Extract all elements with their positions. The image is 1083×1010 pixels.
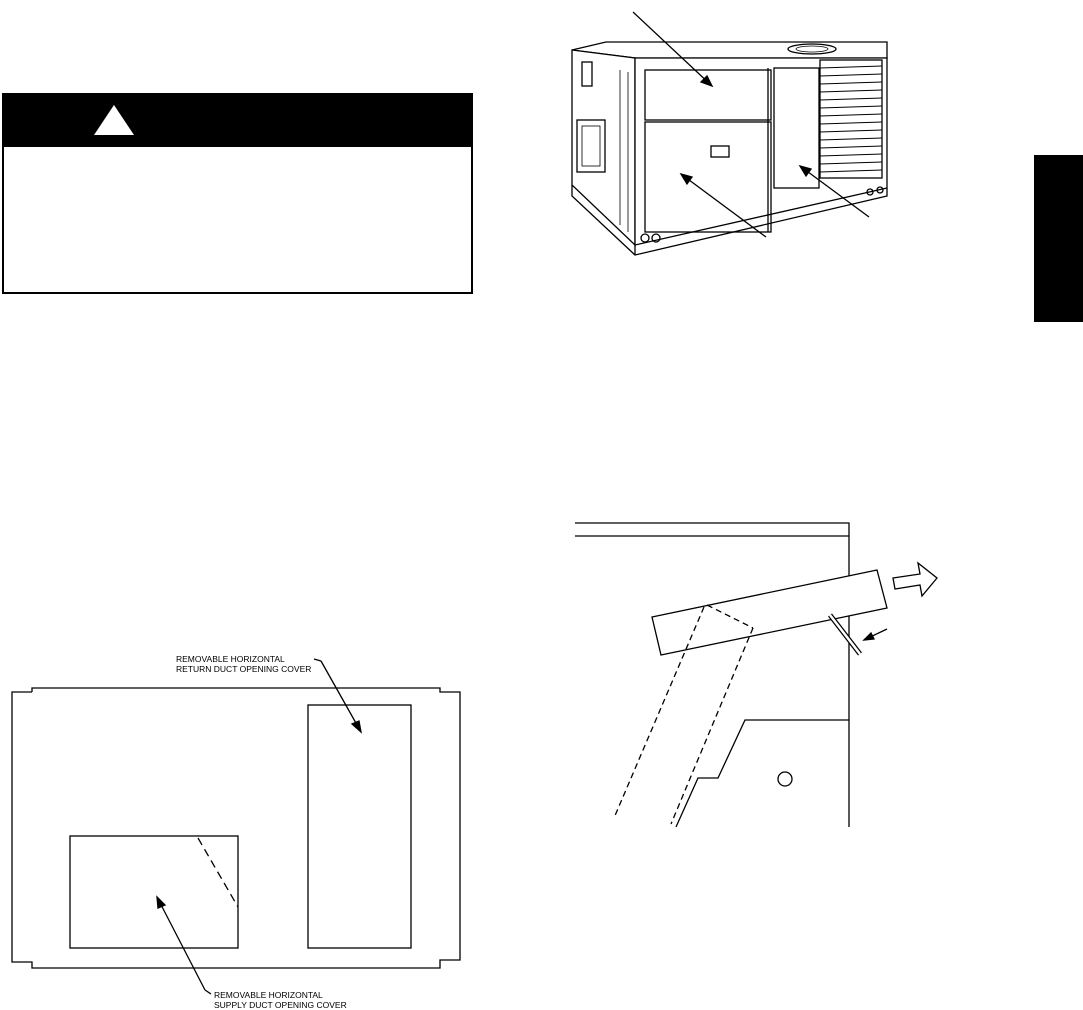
supply-cover-label: REMOVABLE HORIZONTAL SUPPLY DUCT OPENING… [214,990,347,1010]
duct-cover-diagram [11,658,461,995]
return-cover-label: REMOVABLE HORIZONTAL RETURN DUCT OPENING… [176,654,311,674]
section-side-tab [1034,155,1083,322]
supply-cover-label-line2: SUPPLY DUCT OPENING COVER [214,1000,347,1010]
return-cover-label-line2: RETURN DUCT OPENING COVER [176,664,312,674]
return-cover-label-line1: REMOVABLE HORIZONTAL [176,654,285,664]
rooftop-unit-illustration [571,11,888,256]
warning-header [4,95,471,147]
panel-removal-diagram [575,522,938,828]
warning-box [2,93,473,294]
warning-triangle-icon [94,105,134,135]
supply-cover-label-line1: REMOVABLE HORIZONTAL [214,990,323,1000]
